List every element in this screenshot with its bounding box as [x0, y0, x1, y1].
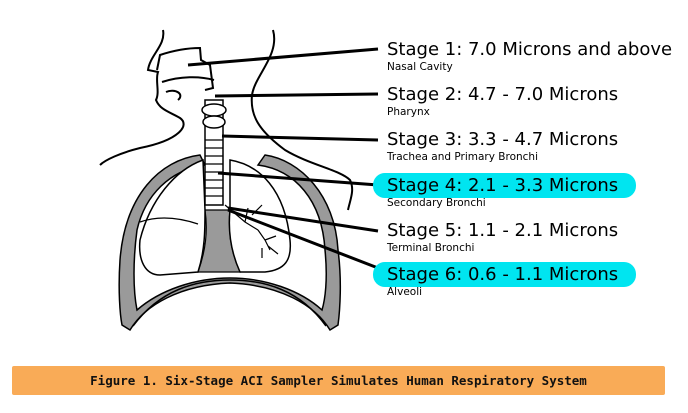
highlight [373, 262, 636, 287]
stage-title: Stage 6: 0.6 - 1.1 Microns [387, 264, 619, 285]
stage-title: Stage 3: 3.3 - 4.7 Microns [387, 129, 619, 150]
stage-5-label: Stage 5: 1.1 - 2.1 Microns Terminal Bron… [387, 220, 619, 255]
stage-region: Terminal Bronchi [387, 242, 475, 254]
stage-region: Secondary Bronchi [387, 197, 486, 209]
bronchi [224, 204, 279, 258]
stage-title: Stage 5: 1.1 - 2.1 Microns [387, 220, 619, 241]
stage-6-label: Stage 6: 0.6 - 1.1 Microns Alveoli [373, 262, 636, 298]
right-lung [138, 158, 206, 276]
stage-2-label: Stage 2: 4.7 - 7.0 Microns Pharynx [387, 84, 619, 119]
leader-lines [187, 47, 379, 270]
stage-region: Nasal Cavity [387, 61, 453, 73]
highlight [373, 173, 636, 198]
left-lung [228, 159, 292, 273]
stage-region: Pharynx [387, 106, 430, 118]
stage-region: Alveoli [387, 286, 423, 298]
stage-title: Stage 4: 2.1 - 3.3 Microns [387, 175, 619, 196]
rib-cage [118, 154, 342, 332]
stage-1-label: Stage 1: 7.0 Microns and above Nasal Cav… [387, 39, 673, 74]
stage-title: Stage 2: 4.7 - 7.0 Microns [387, 84, 619, 105]
stage-title: Stage 1: 7.0 Microns and above [387, 39, 673, 60]
stage-3-label: Stage 3: 3.3 - 4.7 Microns Trachea and P… [387, 129, 619, 164]
stage-4-label: Stage 4: 2.1 - 3.3 Microns Secondary Bro… [373, 173, 636, 209]
figure-caption: Figure 1. Six-Stage ACI Sampler Simulate… [12, 366, 665, 395]
stage-region: Trachea and Primary Bronchi [387, 151, 538, 163]
